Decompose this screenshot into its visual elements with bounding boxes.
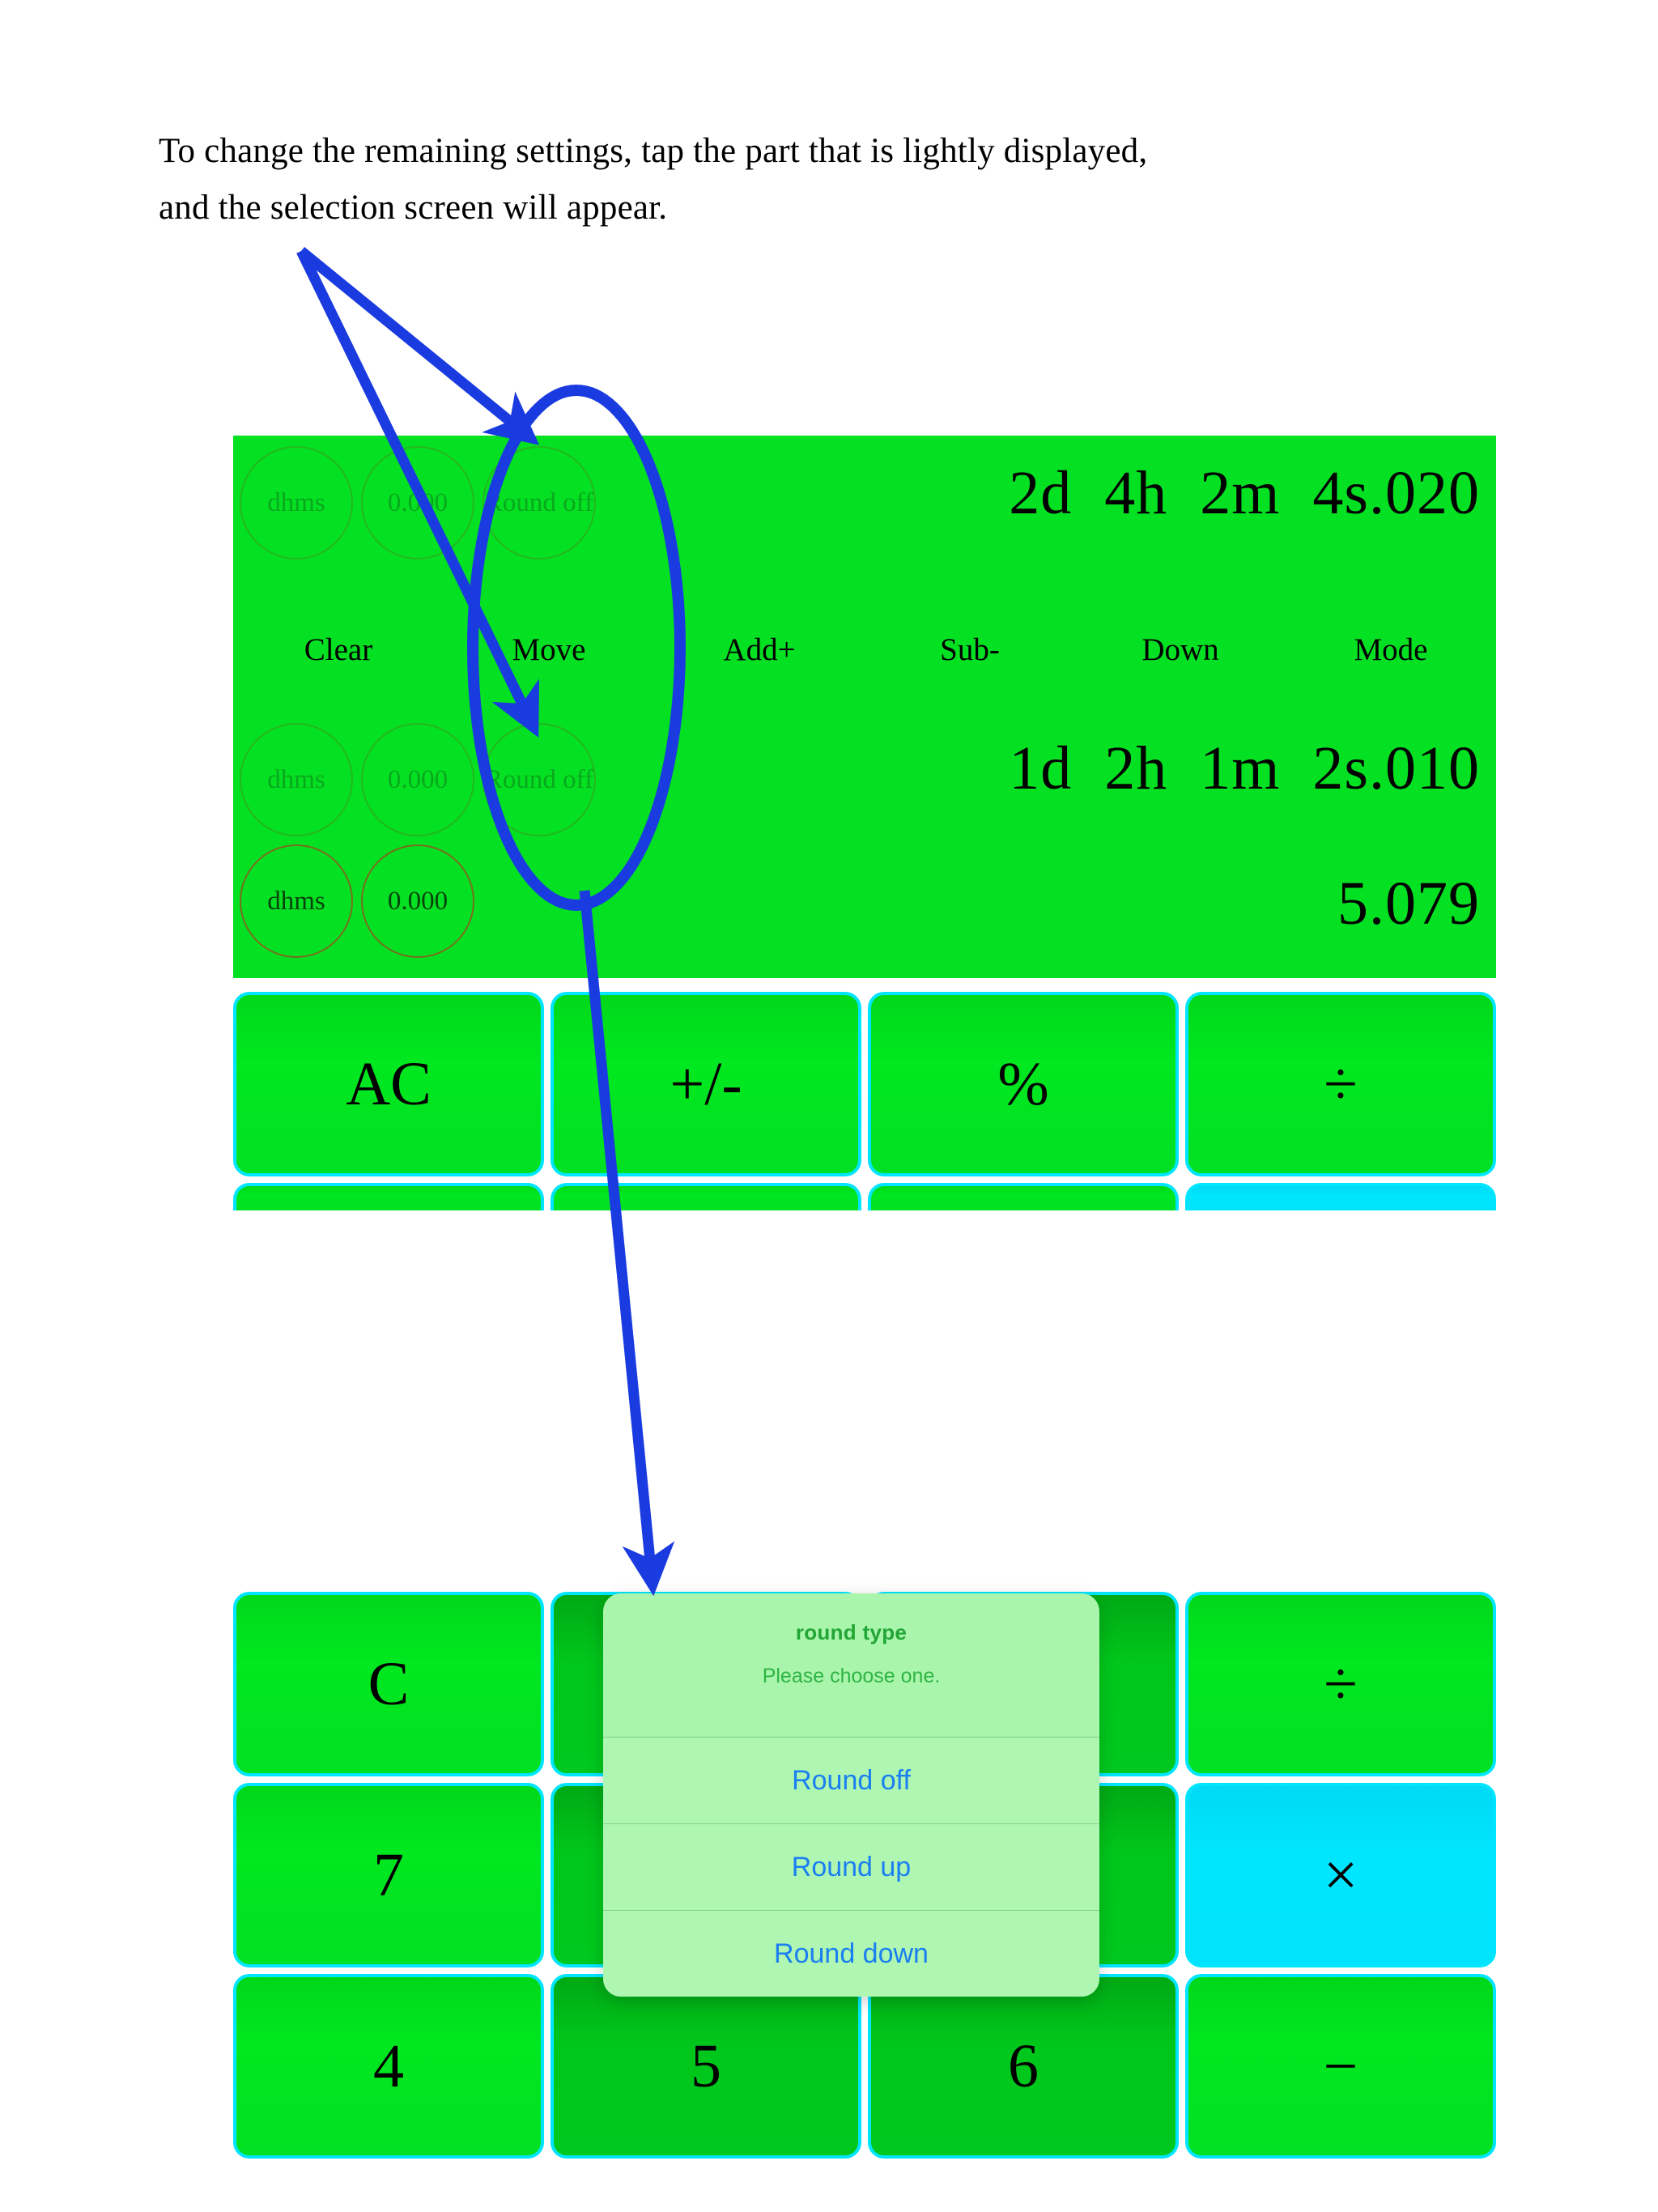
key-divide-2[interactable]: ÷ [1185, 1592, 1496, 1776]
menu-item-add[interactable]: Add+ [723, 632, 796, 667]
key-divide[interactable]: ÷ [1185, 992, 1496, 1176]
dialog-title: round type [795, 1620, 908, 1644]
display-value-row2: 1d 2h 1m 2s.010 [1009, 734, 1480, 802]
caption-line-2: and the selection screen will appear. [159, 189, 668, 227]
key-clipped-4[interactable] [1185, 1183, 1496, 1210]
calculator-screenshot-top: dhms 0.000 Round off 2d 4h 2m 4s.020 Cle… [233, 436, 1496, 978]
menu-item-clear[interactable]: Clear [304, 632, 373, 667]
annotation-arrow-upper [297, 246, 540, 445]
keypad-row-clipped [233, 1183, 1496, 1210]
calculator-display-panel: dhms 0.000 Round off 2d 4h 2m 4s.020 Cle… [233, 436, 1496, 978]
key-minus[interactable]: − [1185, 1974, 1496, 2159]
display-value-row3: 5.079 [1337, 870, 1480, 938]
badge-precision-row3[interactable]: 0.000 [361, 844, 474, 958]
key-clear[interactable]: C [233, 1592, 544, 1776]
menu-item-sub[interactable]: Sub- [940, 632, 1000, 667]
dialog-header: round type Please choose one. [603, 1593, 1099, 1738]
key-7[interactable]: 7 [233, 1783, 544, 1967]
dialog-option-round-down[interactable]: Round down [603, 1911, 1099, 1997]
round-type-dialog: round type Please choose one. Round off … [603, 1593, 1099, 1997]
dialog-subtitle: Please choose one. [762, 1665, 941, 1687]
key-6[interactable]: 6 [868, 1974, 1179, 2159]
key-clipped-2[interactable] [551, 1183, 861, 1210]
keypad-row-4: 4 5 6 − [233, 1974, 1496, 2159]
display-row-2-badges: dhms 0.000 Round off [240, 719, 604, 840]
key-sign-toggle[interactable]: +/- [551, 992, 861, 1176]
display-value-row1: 2d 4h 2m 4s.020 [1009, 459, 1480, 527]
dialog-option-round-up[interactable]: Round up [603, 1824, 1099, 1911]
badge-unit-format-row1[interactable]: dhms [240, 446, 353, 559]
badge-unit-format-row2[interactable]: dhms [240, 723, 353, 836]
badge-round-type-row1[interactable]: Round off [483, 446, 596, 559]
menu-item-down[interactable]: Down [1141, 632, 1219, 667]
dialog-option-round-off[interactable]: Round off [603, 1738, 1099, 1824]
calculator-menu-row: Clear Move Add+ Sub- Down Mode [233, 626, 1496, 674]
keypad-row-ac: AC +/- % ÷ [233, 992, 1496, 1176]
key-all-clear[interactable]: AC [233, 992, 544, 1176]
key-percent[interactable]: % [868, 992, 1179, 1176]
menu-item-move[interactable]: Move [512, 632, 586, 667]
key-multiply[interactable]: × [1185, 1783, 1496, 1967]
badge-precision-row2[interactable]: 0.000 [361, 723, 474, 836]
badge-round-type-row2[interactable]: Round off [483, 723, 596, 836]
menu-item-mode[interactable]: Mode [1354, 632, 1428, 667]
badge-precision-row1[interactable]: 0.000 [361, 446, 474, 559]
instruction-caption: To change the remaining settings, tap th… [159, 123, 1519, 236]
display-row-3-badges: dhms 0.000 [240, 840, 483, 962]
key-clipped-3[interactable] [868, 1183, 1179, 1210]
key-5[interactable]: 5 [551, 1974, 861, 2159]
display-row-1-badges: dhms 0.000 Round off [240, 442, 604, 564]
caption-line-1: To change the remaining settings, tap th… [159, 132, 1148, 170]
key-clipped-1[interactable] [233, 1183, 544, 1210]
badge-unit-format-row3[interactable]: dhms [240, 844, 353, 958]
key-4[interactable]: 4 [233, 1974, 544, 2159]
